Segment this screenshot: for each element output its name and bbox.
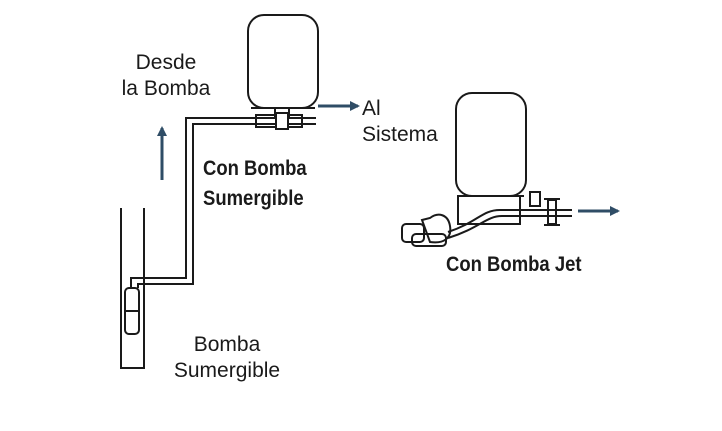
well-casing (120, 208, 145, 369)
to-system-label: Al Sistema (362, 96, 438, 148)
submersible-pump-label-line1: Bomba (193, 333, 261, 356)
jet-title: Con Bomba Jet (446, 253, 582, 276)
jet-installation (401, 92, 572, 247)
submersible-title: Con Bomba Sumergible (203, 154, 307, 214)
pressure-tank-submersible (247, 14, 319, 109)
from-pump-label-line2: la Bomba (121, 77, 211, 100)
submersible-title-line2: Sumergible (203, 187, 304, 210)
to-system-label-line1: Al (362, 97, 381, 120)
jet-pump-icon (401, 213, 452, 247)
to-system-label-line2: Sistema (362, 123, 438, 146)
pressure-tank-jet (455, 92, 527, 197)
submersible-title-line1: Con Bomba (203, 157, 307, 180)
submersible-installation (120, 14, 319, 369)
submersible-pump-label-line2: Sumergible (173, 359, 281, 382)
from-pump-label: Desde la Bomba (118, 50, 214, 102)
drop-pipe (130, 117, 316, 288)
from-pump-label-line1: Desde (135, 51, 197, 74)
submersible-pump-label: Bomba Sumergible (168, 332, 286, 384)
